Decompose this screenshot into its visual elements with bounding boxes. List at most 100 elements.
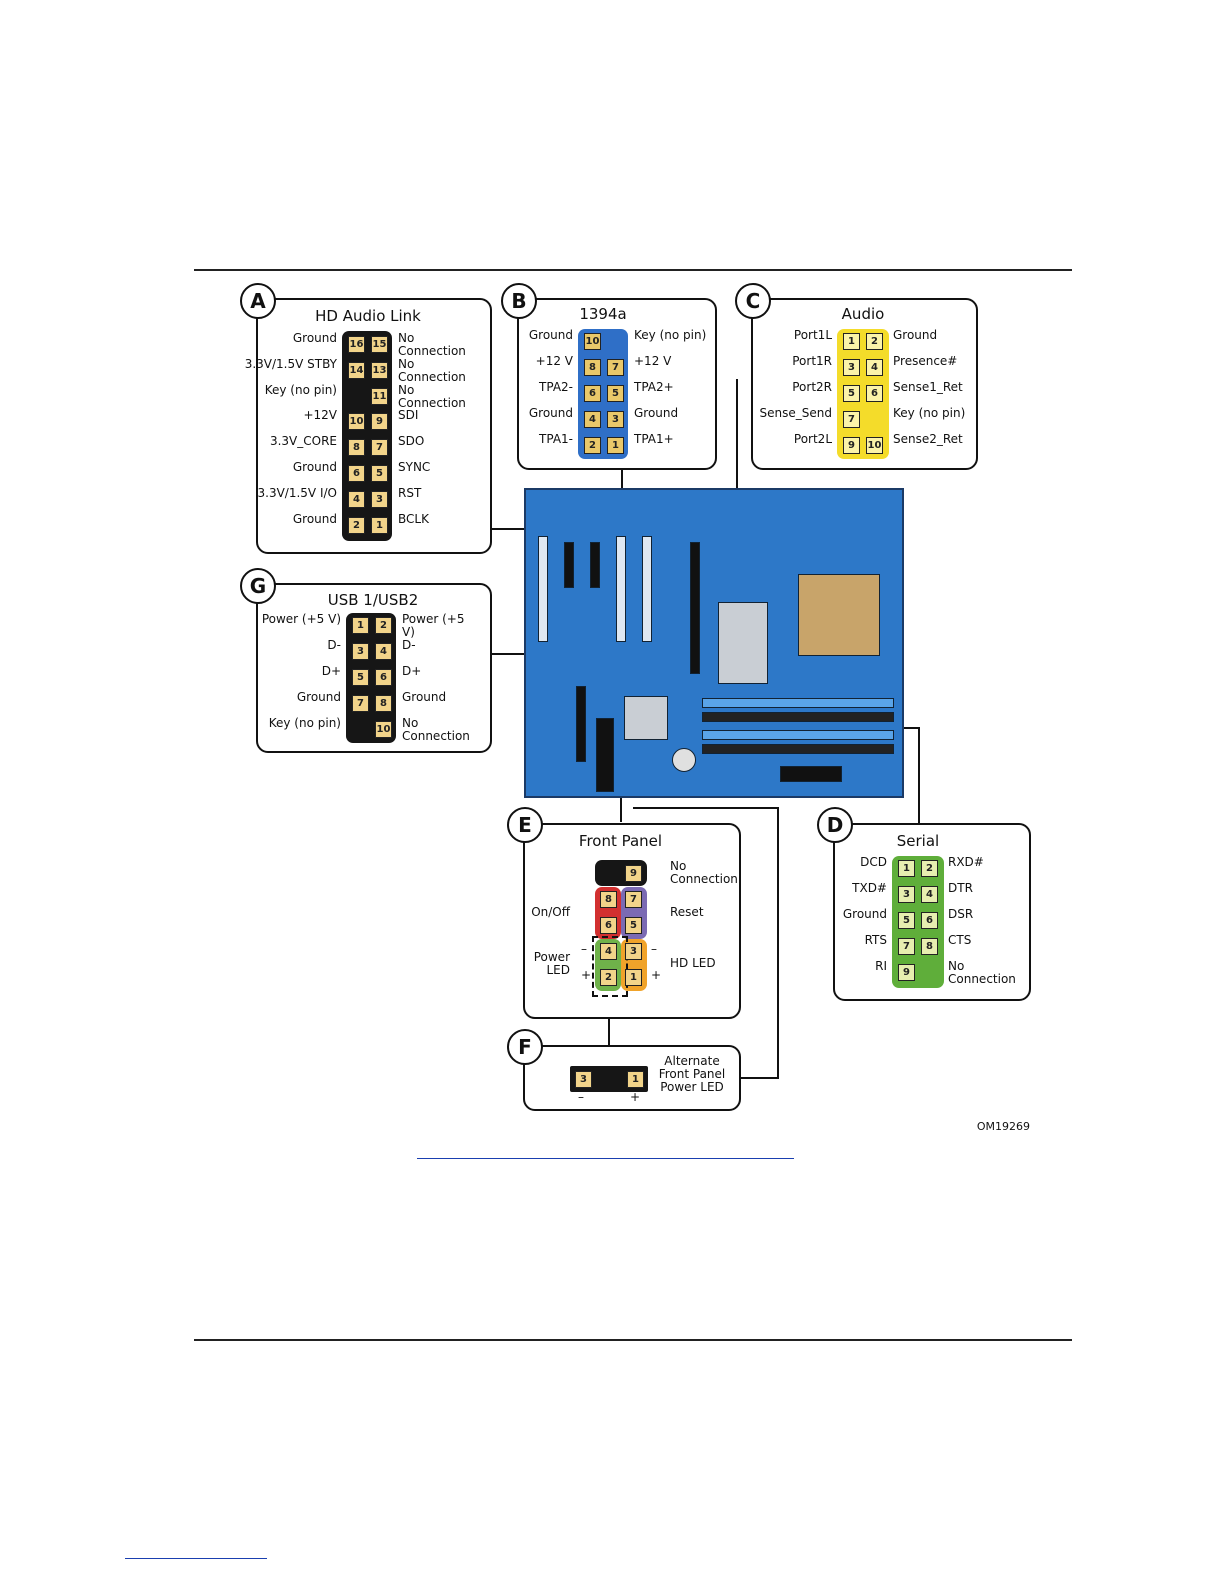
dimm-slot-4 [702, 744, 894, 754]
panel-b-right-label: TPA1+ [634, 432, 674, 446]
panel-d-right-label: RXD# [948, 855, 984, 869]
panel-g-pin: 6 [375, 669, 392, 686]
panel-c-right-label: Key (no pin) [893, 406, 966, 420]
figure-code: OM19269 [976, 1120, 1030, 1133]
panel-a-pin: 7 [371, 439, 388, 457]
panel-g-left-label: D+ [321, 664, 341, 678]
panel-b-pin: 5 [607, 385, 624, 402]
panel-e-pin: 9 [625, 865, 642, 882]
panel-d-pin: 6 [921, 912, 938, 929]
panel-b-pin: 8 [584, 359, 601, 376]
panel-c-pin: 1 [843, 333, 860, 350]
panel-a-left-label: 3.3V_CORE [269, 434, 337, 449]
panel-b-left-label: Ground [528, 406, 573, 420]
panel-g-pin: 2 [375, 617, 392, 634]
panel-a-right-label: No Connection [398, 382, 466, 410]
panel-b-left-label: +12 V [535, 354, 573, 368]
panel-a-pin: 11 [371, 387, 388, 405]
panel-a-left-label: Ground [292, 511, 337, 526]
panel-c-left-label: Port2L [793, 432, 832, 446]
panel-a-pin: 8 [348, 439, 365, 457]
panel-a-left-label: +12V [303, 408, 337, 423]
panel-b-pin: 6 [584, 385, 601, 402]
panel-a-left-label: Key (no pin) [264, 382, 337, 397]
panel-c-right-label: Presence# [893, 354, 958, 368]
cpu-socket [798, 574, 880, 656]
pci-slot-3 [642, 536, 652, 642]
panel-f-label: Alternate Front Panel Power LED [658, 1054, 726, 1094]
panel-g-pin: 8 [375, 695, 392, 712]
panel-g-pin: 5 [352, 669, 369, 686]
panel-d-pin: 2 [921, 860, 938, 877]
leader-e [620, 794, 622, 822]
panel-a-left-label: 3.3V/1.5V STBY [244, 356, 337, 371]
panel-f-plus: + [630, 1090, 641, 1104]
leader-f-h [633, 807, 778, 809]
panel-b-title: 1394a [579, 305, 627, 323]
panel-b-left-label: TPA2- [539, 380, 573, 394]
caption-underline [417, 1158, 794, 1159]
panel-g-pin: 10 [375, 721, 392, 738]
panel-g-right-label: D- [402, 638, 416, 652]
panel-a-right-label: No Connection [398, 331, 466, 358]
panel-c-left-label: Port2R [792, 380, 832, 394]
panel-a-pin: 15 [371, 336, 388, 353]
panel-b-right-label: Key (no pin) [634, 328, 707, 342]
panel-a-right-label: SDO [398, 434, 425, 449]
bottom-rule [194, 1339, 1072, 1341]
panel-a-right-label: RST [398, 485, 422, 500]
panel-b-pin: 7 [607, 359, 624, 376]
panel-e-power-led-outline [592, 936, 628, 997]
panel-g-left-label: Ground [296, 690, 341, 704]
panel-b-badge: B [501, 283, 537, 319]
panel-d-left-label: Ground [842, 907, 887, 921]
panel-c-pin: 2 [866, 333, 883, 350]
panel-b-right-label: +12 V [634, 354, 672, 368]
panel-e-hd-led: HD LED [670, 956, 716, 970]
panel-a-left-label: 3.3V/1.5V I/O [257, 485, 337, 500]
panel-d-left-label: RTS [864, 933, 887, 947]
panel-e-pin: 7 [625, 891, 642, 908]
panel-a-pin: 4 [348, 490, 365, 508]
panel-b-right-label: TPA2+ [634, 380, 674, 394]
panel-e-pin: 1 [625, 969, 642, 986]
panel-c-pin: 6 [866, 385, 883, 402]
panel-c-left-label: Port1L [793, 328, 832, 342]
dimm-slot-1 [702, 698, 894, 708]
panel-f-pin-3: 3 [575, 1071, 592, 1088]
leader-d-v [918, 727, 920, 823]
panel-c-right-label: Sense2_Ret [893, 432, 963, 446]
panel-g-pin: 7 [352, 695, 369, 712]
panel-e-no-connection: No Connection [670, 859, 738, 886]
panel-g-right-label: No Connection [402, 716, 470, 743]
panel-e-pin: 8 [600, 891, 617, 908]
panel-e-title: Front Panel [578, 832, 663, 850]
panel-c-pin: 9 [843, 437, 860, 454]
panel-c-badge: C [735, 283, 771, 319]
panel-a-pin: 1 [371, 516, 388, 534]
panel-d-left-label: DCD [860, 855, 887, 869]
panel-e-plus-right: + [651, 968, 662, 982]
panel-d-pin: 8 [921, 938, 938, 955]
panel-c-pin: 3 [843, 359, 860, 376]
panel-d-left-label: RI [875, 959, 887, 973]
panel-a-title: HD Audio Link [315, 307, 421, 325]
panel-a-pin: 3 [371, 490, 388, 508]
panel-a-pin: 2 [348, 516, 365, 534]
pcie-x1-slot-2 [590, 542, 600, 588]
panel-a-right-label: No Connection [398, 356, 466, 384]
panel-d-pin: 5 [898, 912, 915, 929]
top-rule [194, 269, 1072, 271]
arrow-e-f [608, 995, 610, 1063]
panel-e-minus-right: – [651, 942, 657, 956]
panel-e-power-led: Power LED [533, 950, 570, 977]
panel-e-pin: 3 [625, 943, 642, 960]
panel-e-pin: 4 [600, 943, 617, 960]
leader-f-v [777, 807, 779, 1079]
panel-a-pin: 6 [348, 465, 365, 482]
panel-b-pin: 2 [584, 437, 601, 454]
panel-e-plus-left: + [581, 968, 592, 982]
panel-a-left-label: Ground [292, 331, 337, 345]
panel-f-minus: – [578, 1090, 584, 1104]
panel-a-pin: 10 [348, 413, 365, 431]
